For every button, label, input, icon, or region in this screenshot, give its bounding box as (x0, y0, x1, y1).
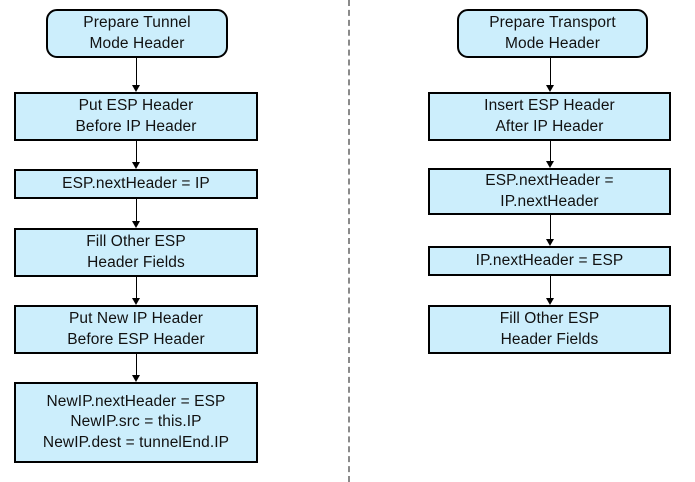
flow-edge (136, 277, 137, 299)
flow-node-transport-start[interactable]: Prepare Transport Mode Header (457, 9, 648, 58)
flow-node-transport-fill-other[interactable]: Fill Other ESP Header Fields (428, 305, 671, 354)
flow-edge (136, 354, 137, 376)
flow-edge (550, 276, 551, 299)
flow-node-tunnel-start[interactable]: Prepare Tunnel Mode Header (46, 9, 228, 58)
flow-node-transport-esp-nextheader[interactable]: ESP.nextHeader = IP.nextHeader (428, 168, 671, 215)
flow-node-transport-ip-nextheader[interactable]: IP.nextHeader = ESP (428, 246, 671, 276)
arrowhead-icon (546, 161, 554, 168)
flow-edge (550, 215, 551, 240)
flow-node-tunnel-fill-other[interactable]: Fill Other ESP Header Fields (14, 228, 258, 277)
flow-node-tunnel-newip-fields[interactable]: NewIP.nextHeader = ESP NewIP.src = this.… (14, 382, 258, 463)
flow-edge (136, 141, 137, 163)
flow-edge (136, 199, 137, 222)
arrowhead-icon (546, 85, 554, 92)
flow-edge (550, 58, 551, 86)
flow-edge (550, 141, 551, 162)
flow-node-tunnel-esp-nextheader[interactable]: ESP.nextHeader = IP (14, 169, 258, 199)
arrowhead-icon (132, 221, 140, 228)
arrowhead-icon (546, 298, 554, 305)
flow-node-transport-insert-esp[interactable]: Insert ESP Header After IP Header (428, 92, 671, 141)
flow-node-tunnel-put-new-ip[interactable]: Put New IP Header Before ESP Header (14, 305, 258, 354)
arrowhead-icon (132, 162, 140, 169)
arrowhead-icon (546, 239, 554, 246)
arrowhead-icon (132, 298, 140, 305)
vertical-dashed-divider (348, 0, 350, 482)
flow-edge (136, 58, 137, 86)
arrowhead-icon (132, 85, 140, 92)
arrowhead-icon (132, 375, 140, 382)
flow-node-tunnel-put-esp[interactable]: Put ESP Header Before IP Header (14, 92, 258, 141)
